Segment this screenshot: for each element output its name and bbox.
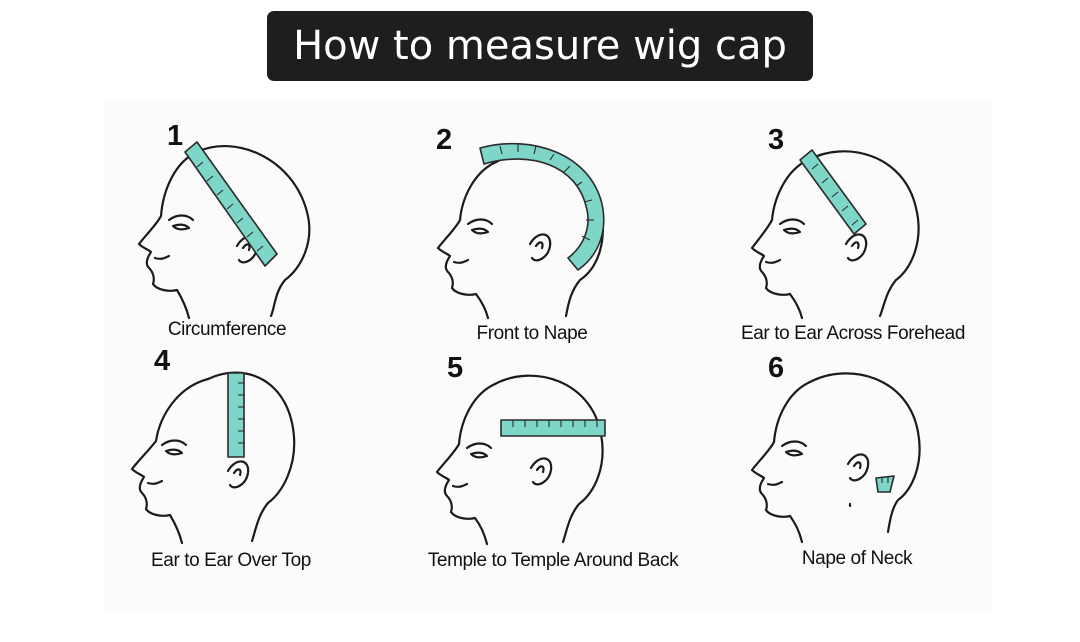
head-illustration	[436, 142, 605, 320]
step-caption: Nape of Neck	[801, 548, 913, 569]
step-6: 6	[748, 350, 1048, 580]
step-caption: Circumference	[167, 319, 287, 340]
step-4: 4	[122, 345, 422, 575]
step-number: 6	[768, 352, 785, 384]
step-number: 4	[154, 345, 171, 377]
head-illustration	[137, 141, 311, 320]
step-caption: Ear to Ear Across Forehead	[740, 323, 966, 344]
step-3: 3	[748, 120, 1048, 350]
step-caption: Front to Nape	[476, 323, 588, 344]
head-illustration	[750, 149, 920, 320]
step-caption: Ear to Ear Over Top	[151, 550, 311, 571]
diagram-panel	[105, 102, 993, 612]
step-number: 2	[436, 124, 453, 156]
step-5: 5	[425, 350, 725, 580]
head-illustration	[750, 372, 921, 544]
step-1: 1	[125, 120, 425, 350]
step-number: 3	[768, 124, 785, 156]
head-illustration	[130, 371, 296, 545]
step-2: 2	[422, 120, 722, 350]
head-illustration	[435, 374, 606, 546]
step-caption: Temple to Temple Around Back	[427, 550, 679, 571]
page-title: How to measure wig cap	[267, 11, 813, 81]
step-number: 1	[167, 120, 184, 152]
step-number: 5	[447, 352, 464, 384]
